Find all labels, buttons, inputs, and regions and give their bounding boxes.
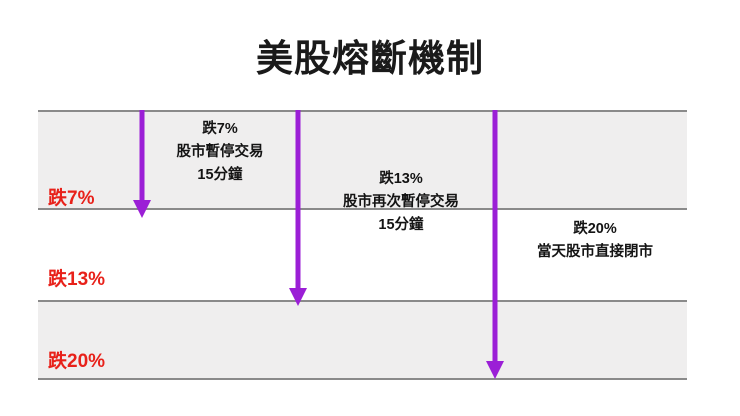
threshold-label-7: 跌7% [48, 188, 95, 209]
threshold-label-13: 跌13% [48, 269, 106, 290]
annotation-2-line-3: 15分鐘 [378, 217, 424, 233]
down-arrow-icon-level-1 [133, 110, 151, 218]
annotation-1-line-2: 股市暫停交易 [176, 144, 264, 160]
annotation-2-line-2: 股市再次暫停交易 [343, 194, 459, 210]
down-arrow-icon-level-2 [289, 110, 307, 306]
annotation-1-line-3: 15分鐘 [197, 167, 243, 183]
page-title: 美股熔斷機制 [256, 38, 484, 79]
annotation-3-line-2: 當天股市直接閉市 [537, 244, 653, 260]
annotation-level-3: 跌20% 當天股市直接閉市 [502, 218, 688, 264]
annotation-level-2: 跌13% 股市再次暫停交易 15分鐘 [310, 168, 492, 237]
threshold-label-20: 跌20% [48, 351, 106, 372]
annotation-1-line-1: 跌7% [202, 121, 238, 137]
down-arrow-icon-level-3 [486, 110, 504, 379]
lower-band [38, 300, 687, 380]
upper-band [38, 110, 687, 210]
annotation-3-line-1: 跌20% [573, 221, 617, 237]
annotation-level-1: 跌7% 股市暫停交易 15分鐘 [153, 118, 287, 187]
annotation-2-line-1: 跌13% [379, 171, 423, 187]
